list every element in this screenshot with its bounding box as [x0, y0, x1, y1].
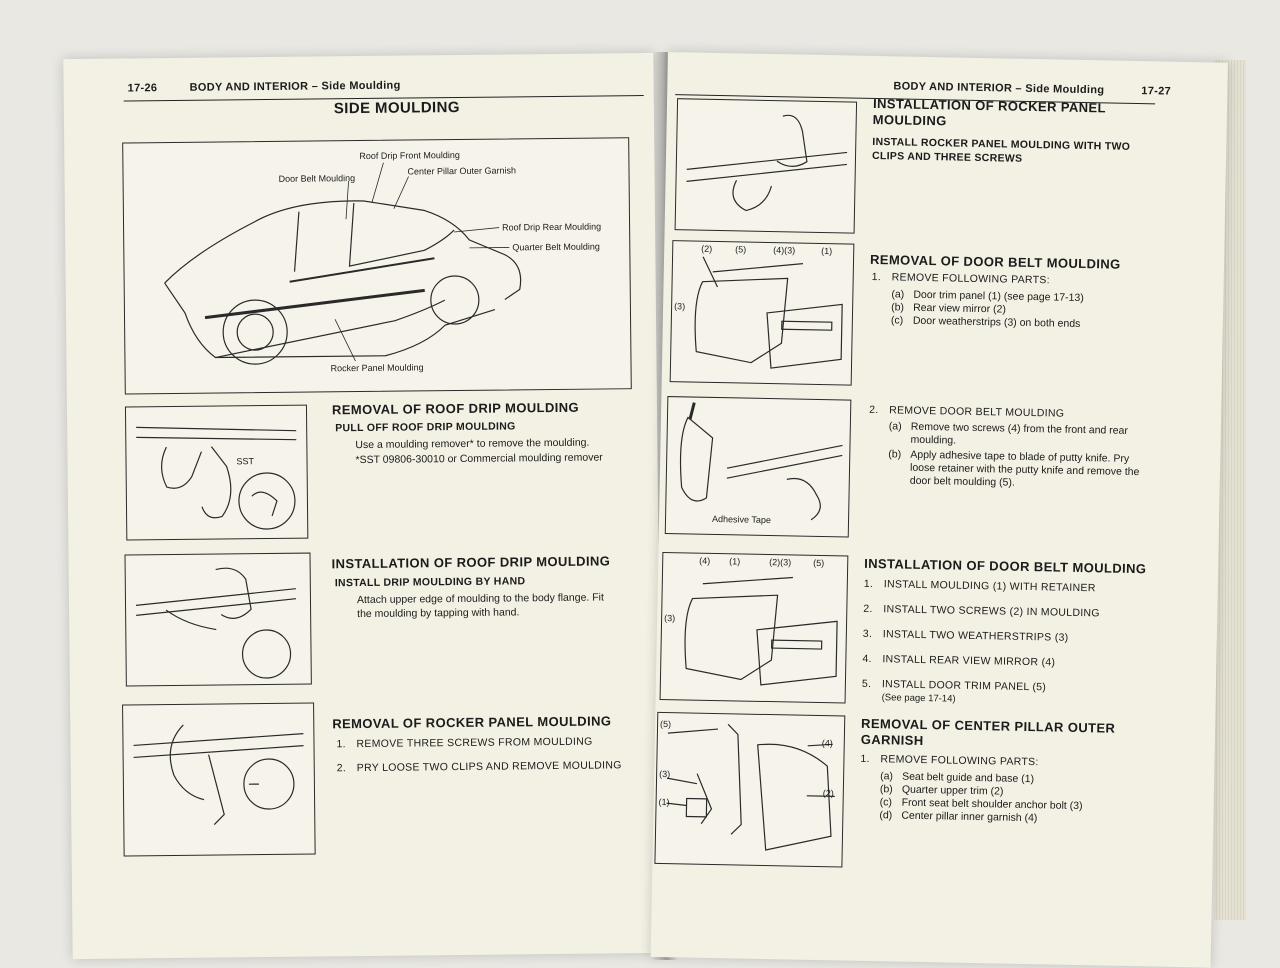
right-page: BODY AND INTERIOR – Side Moulding 17-27 …	[651, 52, 1228, 968]
door-belt-moulding-removal-figure: Adhesive Tape	[665, 396, 852, 538]
adhesive-tape-label: Adhesive Tape	[712, 514, 771, 525]
roof-drip-installation-figure	[124, 553, 311, 687]
sst-label: SST	[236, 456, 254, 466]
fig-d-label-3: (3)	[664, 613, 675, 623]
page-title: SIDE MOULDING	[334, 99, 460, 117]
fig-e-label-5: (5)	[660, 719, 671, 729]
roof-drip-removal-body-2: *SST 09806-30010 or Commercial moulding …	[355, 451, 602, 467]
fig-d-label-4: (4)	[699, 556, 710, 566]
fig-e-label-1: (1)	[659, 797, 670, 807]
fig-d-label-23: (2)(3)	[769, 557, 791, 567]
roof-drip-installation-subtitle: INSTALL DRIP MOULDING BY HAND	[335, 575, 526, 590]
door-belt-moulding-step-2: 2.REMOVE DOOR BELT MOULDING	[869, 404, 1064, 420]
left-page-number: 17-26	[128, 82, 158, 94]
center-pillar-removal-title-2: GARNISH	[861, 732, 924, 748]
roof-drip-installation-title: INSTALLATION OF ROOF DRIP MOULDING	[332, 553, 611, 571]
fig-b-label-1: (1)	[821, 246, 832, 256]
left-header-title: BODY AND INTERIOR – Side Moulding	[190, 80, 401, 94]
door-belt-removal-title: REMOVAL OF DOOR BELT MOULDING	[870, 252, 1121, 272]
right-page-number: 17-27	[1141, 85, 1171, 98]
rocker-panel-removal-figure	[122, 703, 316, 857]
door-belt-installation-title: INSTALLATION OF DOOR BELT MOULDING	[864, 556, 1146, 576]
door-belt-installation-step-2: 2.INSTALL TWO SCREWS (2) IN MOULDING	[863, 603, 1100, 620]
label-center-pillar: Center Pillar Outer Garnish	[407, 165, 516, 176]
fig-b-label-3: (3)	[674, 301, 685, 311]
label-roof-drip-front: Roof Drip Front Moulding	[359, 150, 460, 161]
roof-drip-removal-title: REMOVAL OF ROOF DRIP MOULDING	[332, 400, 579, 418]
door-belt-installation-figure: (4) (1) (2)(3) (5) (3)	[660, 552, 849, 704]
right-header-title: BODY AND INTERIOR – Side Moulding	[893, 80, 1104, 96]
left-header: 17-26 BODY AND INTERIOR – Side Moulding	[128, 77, 638, 82]
roof-drip-installation-body-2: the moulding by tapping with hand.	[357, 606, 519, 621]
side-moulding-overview-figure: Roof Drip Front Moulding Center Pillar O…	[122, 137, 632, 394]
door-belt-moulding-item-a: (a)Remove two screws (4) from the front …	[888, 420, 1128, 451]
roof-drip-removal-subtitle: PULL OFF ROOF DRIP MOULDING	[335, 420, 516, 435]
rocker-panel-installation-title-2: MOULDING	[873, 112, 947, 128]
center-pillar-item-d: (d)Center pillar inner garnish (4)	[879, 809, 1037, 825]
roof-drip-removal-figure: SST	[125, 405, 308, 541]
fig-d-label-5: (5)	[813, 558, 824, 568]
rocker-panel-installation-figure	[675, 98, 858, 233]
door-belt-installation-step-5: 5.INSTALL DOOR TRIM PANEL (5)	[862, 678, 1046, 694]
fig-b-label-2: (2)	[701, 244, 712, 254]
label-rocker-panel: Rocker Panel Moulding	[331, 362, 424, 373]
left-page: 17-26 BODY AND INTERIOR – Side Moulding …	[63, 53, 662, 959]
roof-drip-installation-body-1: Attach upper edge of moulding to the bod…	[357, 591, 604, 607]
center-pillar-removal-step-1: 1.REMOVE FOLLOWING PARTS:	[860, 753, 1038, 768]
car-side-illustration	[123, 138, 631, 393]
label-door-belt: Door Belt Moulding	[279, 173, 356, 184]
fig-e-label-2: (2)	[823, 788, 834, 798]
fig-e-label-4: (4)	[822, 738, 833, 748]
fig-b-label-43: (4)(3)	[773, 245, 795, 255]
right-header: BODY AND INTERIOR – Side Moulding 17-27	[893, 80, 1203, 86]
door-belt-removal-item-c: (c)Door weatherstrips (3) on both ends	[891, 314, 1081, 331]
door-belt-removal-figure: (2) (5) (4)(3) (1) (3)	[670, 240, 855, 385]
fig-d-label-1: (1)	[729, 556, 740, 566]
fig-b-label-5: (5)	[735, 244, 746, 254]
rocker-panel-removal-title: REMOVAL OF ROCKER PANEL MOULDING	[332, 713, 611, 731]
door-belt-installation-step-4: 4.INSTALL REAR VIEW MIRROR (4)	[862, 653, 1055, 669]
label-roof-drip-rear: Roof Drip Rear Moulding	[502, 221, 601, 232]
door-belt-installation-step-1: 1.INSTALL MOULDING (1) WITH RETAINER	[864, 578, 1096, 594]
door-belt-installation-step-3: 3.INSTALL TWO WEATHERSTRIPS (3)	[863, 628, 1069, 644]
roof-drip-removal-body-1: Use a moulding remover* to remove the mo…	[355, 437, 589, 453]
label-quarter-belt: Quarter Belt Moulding	[512, 242, 600, 253]
door-belt-moulding-item-b: (b)Apply adhesive tape to blade of putty…	[888, 448, 1140, 492]
center-pillar-removal-figure: (5) (4) (3) (2) (1)	[654, 712, 845, 868]
rocker-panel-removal-step-1: 1.REMOVE THREE SCREWS FROM MOULDING	[336, 736, 592, 751]
rocker-panel-removal-step-2: 2.PRY LOOSE TWO CLIPS AND REMOVE MOULDIN…	[337, 759, 622, 774]
rocker-panel-installation-subtitle-2: CLIPS AND THREE SCREWS	[872, 150, 1023, 166]
door-belt-installation-note: (See page 17-14)	[882, 692, 956, 705]
door-belt-removal-step-1: 1.REMOVE FOLLOWING PARTS:	[872, 271, 1050, 286]
fig-e-label-3: (3)	[659, 769, 670, 779]
